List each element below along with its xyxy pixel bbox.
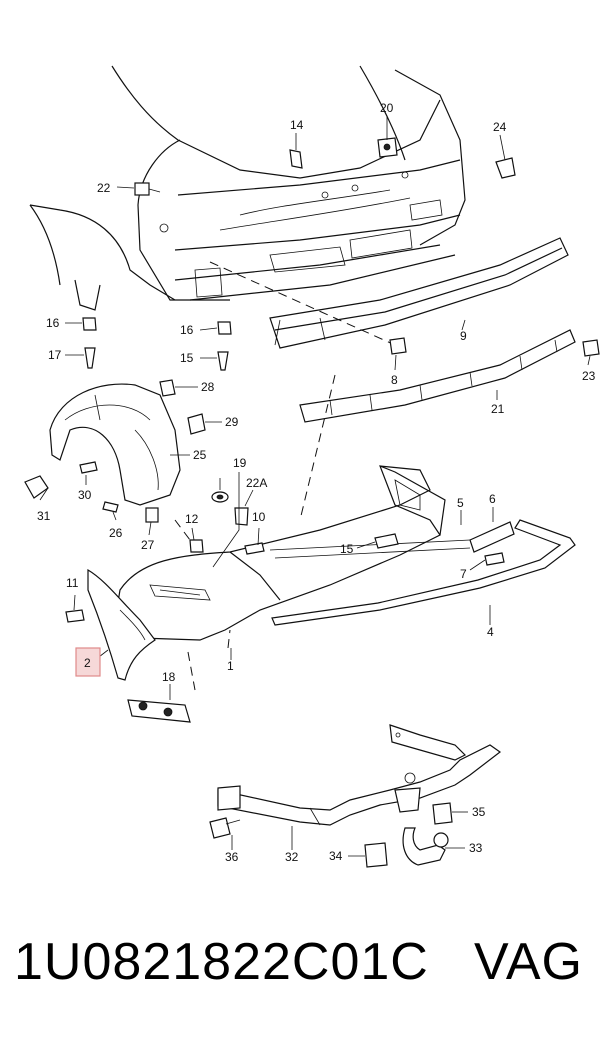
callout-21: 21 — [491, 402, 505, 416]
tow-bar-crossmember — [217, 724, 502, 826]
callout-20: 20 — [380, 101, 394, 115]
callout-10: 10 — [252, 510, 266, 524]
callout-4: 4 — [487, 625, 494, 639]
assembly-line-4 — [187, 651, 196, 691]
callout-15a: 15 — [180, 351, 194, 365]
callout-15b: 15 — [340, 542, 354, 556]
assembly-line-5 — [227, 629, 231, 649]
assembly-line-1 — [299, 374, 336, 521]
callout-16a: 16 — [46, 316, 60, 330]
mud-flap — [87, 568, 156, 681]
callout-31: 31 — [37, 509, 51, 523]
callout-labels: 1 2 4 5 6 7 8 9 10 11 12 14 15 15 16 16 … — [37, 101, 596, 864]
callout-12: 12 — [185, 512, 199, 526]
callout-25: 25 — [193, 448, 207, 462]
callout-28: 28 — [201, 380, 215, 394]
bumper-guide-strip — [299, 329, 576, 423]
callout-19: 19 — [233, 456, 247, 470]
callout-16b: 16 — [180, 323, 194, 337]
lower-trim-strip — [271, 519, 576, 626]
callout-22: 22 — [97, 181, 111, 195]
callout-2: 2 — [84, 656, 91, 670]
callout-27: 27 — [141, 538, 155, 552]
callout-29: 29 — [225, 415, 239, 429]
callout-14: 14 — [290, 118, 304, 132]
bumper-reinforcement — [269, 237, 569, 349]
brand-name: VAG — [474, 933, 583, 991]
callout-1: 1 — [227, 659, 234, 673]
callout-9: 9 — [460, 329, 467, 343]
callout-8: 8 — [391, 373, 398, 387]
hardware-parts — [24, 137, 600, 868]
callout-35: 35 — [472, 805, 486, 819]
callout-6: 6 — [489, 492, 496, 506]
assembly-line-2 — [209, 261, 396, 346]
callout-18: 18 — [162, 670, 176, 684]
part-number: 1U0821822C01C — [14, 933, 429, 991]
leader-lines — [39, 116, 591, 857]
callout-30: 30 — [78, 488, 92, 502]
callout-7: 7 — [460, 567, 467, 581]
callout-5: 5 — [457, 496, 464, 510]
callout-17: 17 — [48, 348, 62, 362]
callout-23: 23 — [582, 369, 596, 383]
tow-ball — [402, 827, 449, 866]
callout-24: 24 — [493, 120, 507, 134]
car-body-rear — [29, 65, 466, 311]
wheel-housing-liner — [49, 383, 181, 506]
highlighted-callout-box — [75, 647, 101, 677]
callout-22a: 22A — [246, 476, 267, 490]
parts-diagram: 1 2 4 5 6 7 8 9 10 11 12 14 15 15 16 16 … — [24, 65, 600, 868]
callout-36: 36 — [225, 850, 239, 864]
callout-26: 26 — [109, 526, 123, 540]
callout-32: 32 — [285, 850, 299, 864]
callout-34: 34 — [329, 849, 343, 863]
callout-33: 33 — [469, 841, 483, 855]
callout-11: 11 — [66, 576, 79, 590]
assembly-line-3 — [174, 519, 206, 561]
bumper-cover — [114, 465, 471, 641]
